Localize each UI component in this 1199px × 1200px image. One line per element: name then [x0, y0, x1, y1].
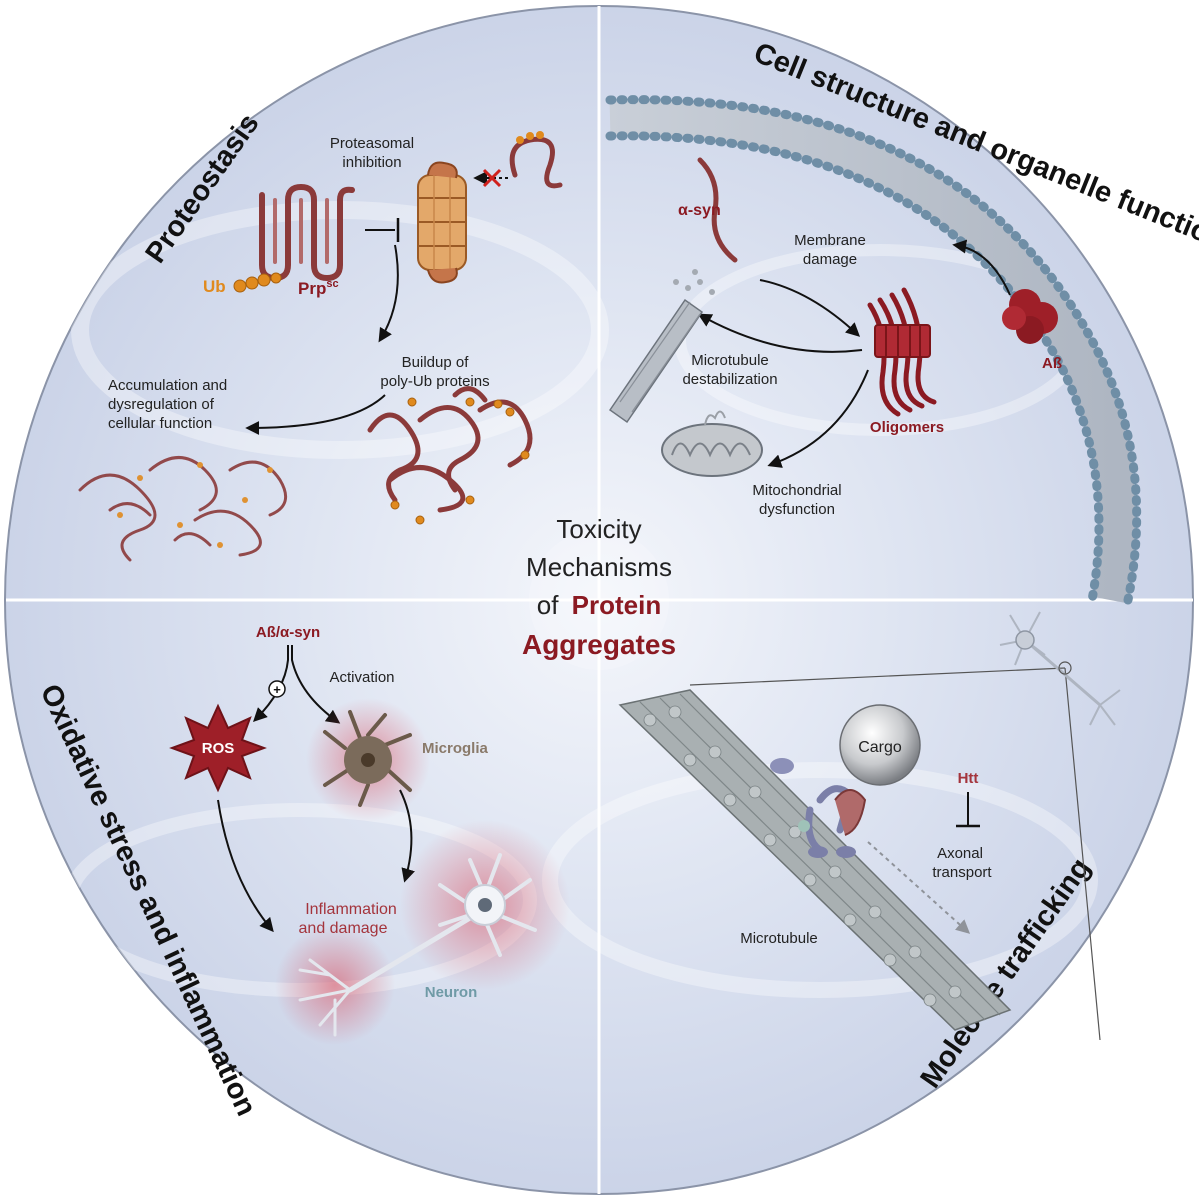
arrow-to-accumulation — [245, 394, 386, 435]
cargo-label: Cargo — [858, 739, 902, 756]
ub-chain — [233, 272, 282, 293]
center-line3: of Protein — [537, 590, 662, 620]
center-line3-prefix: of — [537, 590, 559, 620]
trafficking-panel: Cargo Htt Axonal transport Microtubule — [618, 611, 1121, 1041]
dispersed-aggregate — [78, 456, 288, 562]
microtubule-label: Microtubule — [740, 930, 818, 947]
microtubule-destab-label-2: destabilization — [682, 371, 777, 388]
inflammation-label-2: and damage — [299, 920, 388, 937]
microtubule-destab-label-1: Microtubule — [691, 352, 769, 369]
motor-protein — [770, 758, 867, 858]
arrow-abeta-membrane — [952, 239, 1011, 296]
center-line4: Aggregates — [522, 629, 676, 660]
proteasome — [417, 161, 467, 284]
proteostasis-panel: Ub Prpsc Proteasomal inhibition B — [78, 131, 563, 562]
mito-label-2: dysfunction — [759, 501, 835, 518]
plus-label: + — [273, 682, 281, 697]
trigger-label: Aß/α-syn — [256, 624, 320, 641]
asyn-label: α-syn — [678, 202, 721, 219]
poly-ub-aggregate — [367, 386, 533, 525]
ros-star — [169, 703, 267, 793]
prp-label: Prpsc — [298, 278, 339, 298]
membrane-label-2: damage — [803, 251, 857, 268]
arrow-to-mitochondria — [767, 369, 869, 468]
membrane-label-1: Membrane — [794, 232, 866, 249]
abeta-aggregate — [1002, 289, 1058, 344]
accumulation-label-2: dysregulation of — [108, 396, 215, 413]
center-line2: Mechanisms — [526, 552, 672, 582]
large-microtubule — [618, 689, 1012, 1031]
inflammation-label-1: Inflammation — [305, 901, 397, 918]
microglia-cell — [306, 698, 430, 822]
proteasomal-label-2: inhibition — [342, 154, 401, 171]
asyn-protein — [697, 157, 738, 263]
cargo-vesicle — [839, 704, 921, 786]
ros-label: ROS — [202, 740, 235, 757]
microtubule-fragment — [608, 269, 715, 424]
center-title: Toxicity Mechanisms of Protein Aggregate… — [522, 514, 676, 660]
cell-structure-panel: α-syn Membrane damage Aß Oligomers — [605, 95, 1142, 605]
microglia-label: Microglia — [422, 740, 489, 757]
oligomers — [867, 287, 937, 417]
proteasomal-label-1: Proteasomal — [330, 135, 414, 152]
axonal-label-2: transport — [932, 864, 992, 881]
htt-label: Htt — [958, 770, 979, 787]
small-neuron — [999, 611, 1121, 726]
plus-circle — [268, 680, 286, 698]
prp-label-sup: sc — [326, 278, 338, 290]
mito-label-1: Mitochondrial — [752, 482, 841, 499]
center-line1: Toxicity — [556, 514, 641, 544]
ub-label: Ub — [203, 277, 226, 296]
oxidative-panel: Aß/α-syn + Activation ROS Microglia — [169, 624, 570, 1045]
axonal-label-1: Axonal — [937, 845, 983, 862]
arrow-to-microtubule — [697, 313, 863, 353]
arrow-to-buildup — [378, 244, 399, 343]
zoom-line-2 — [1064, 667, 1101, 1041]
neuron-label: Neuron — [425, 984, 478, 1001]
buildup-label-2: poly-Ub proteins — [380, 373, 489, 390]
activation-label: Activation — [329, 669, 394, 686]
zoom-line-1 — [689, 667, 1066, 686]
arrow-asyn-oligomers — [759, 279, 861, 337]
accumulation-label-3: cellular function — [108, 415, 212, 432]
blocked-substrate — [473, 131, 563, 189]
mitochondrion — [661, 410, 763, 477]
center-line3-emph: Protein — [572, 590, 662, 620]
neuron-cell — [275, 820, 570, 1045]
oligomers-label: Oligomers — [870, 419, 944, 436]
arrow-ros-inflammation — [217, 799, 274, 933]
transport-arrow — [867, 841, 971, 934]
buildup-label-1: Buildup of — [402, 354, 470, 371]
abeta-label: Aß — [1042, 355, 1062, 372]
accumulation-label-1: Accumulation and — [108, 377, 227, 394]
prp-label-main: Prp — [298, 279, 326, 298]
